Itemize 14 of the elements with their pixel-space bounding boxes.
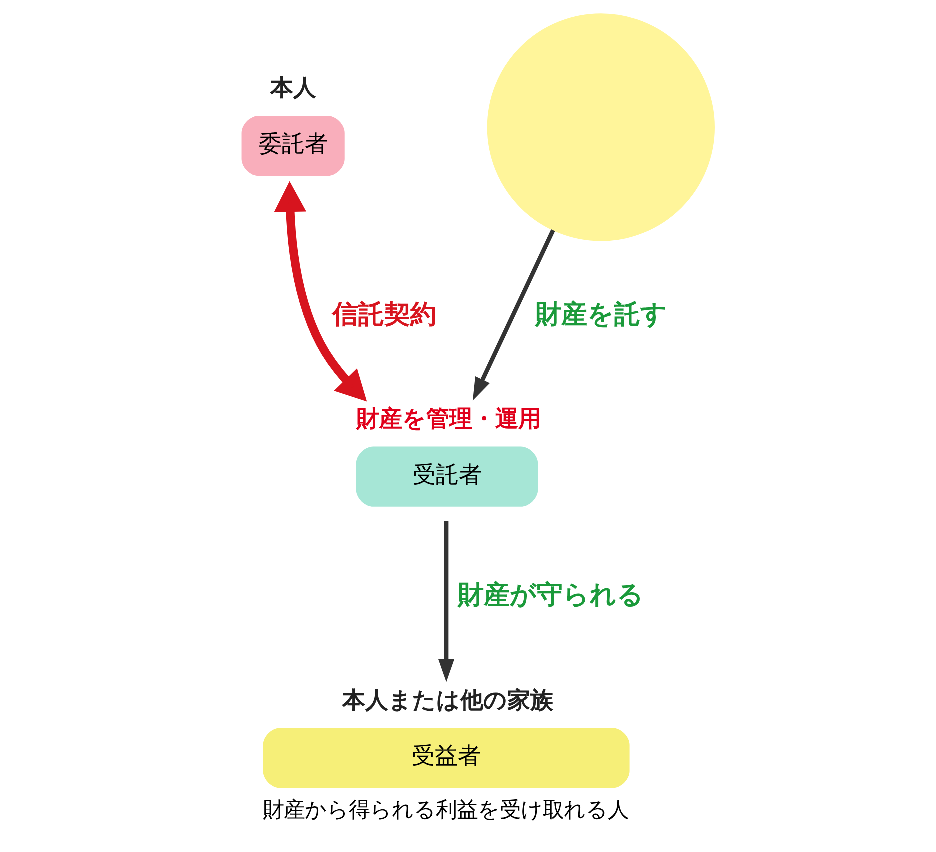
node-label: 財産から得られる利益を受け取れる人 bbox=[263, 798, 630, 823]
node-circle bbox=[487, 14, 715, 242]
edge-label: 財産を託す bbox=[535, 300, 668, 330]
node-box: 委託者 bbox=[242, 116, 345, 176]
node-box: 受益者 bbox=[263, 728, 630, 788]
node-label: 本人 bbox=[270, 76, 316, 102]
arrow bbox=[274, 181, 368, 402]
edge-label: 信託契約 bbox=[332, 300, 437, 330]
edge-label: 財産が守られる bbox=[458, 580, 644, 610]
node-label: 本人または他の家族 bbox=[342, 688, 554, 714]
node-box: 受託者 bbox=[356, 446, 538, 507]
arrow bbox=[438, 521, 455, 682]
node-label: 財産を管理・運用 bbox=[356, 406, 542, 432]
arrow bbox=[472, 229, 556, 401]
